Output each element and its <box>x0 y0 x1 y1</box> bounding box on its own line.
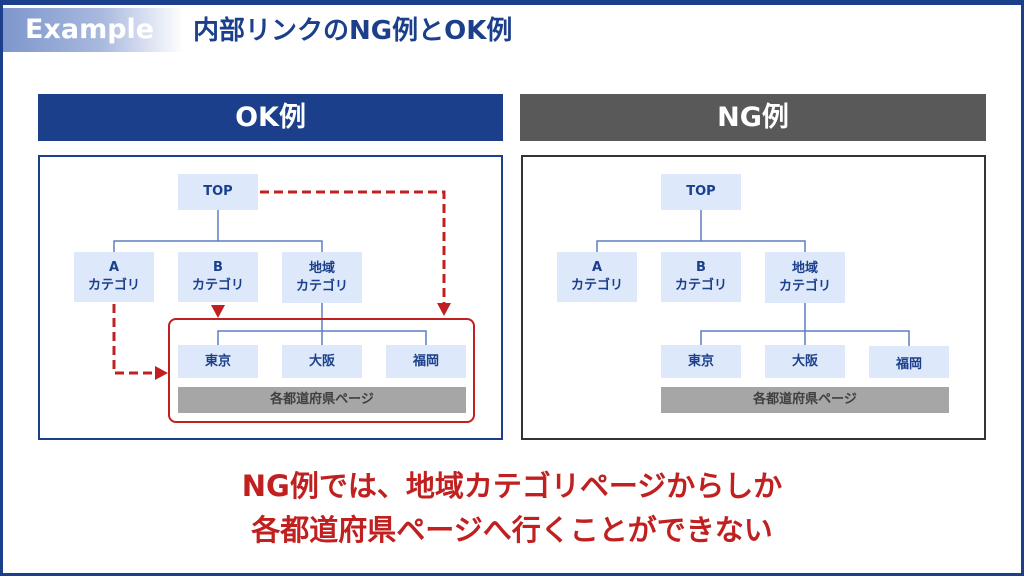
ok-dashed-links <box>112 190 446 375</box>
ng-prefecture-pages: 各都道府県ページ <box>661 387 949 413</box>
ok-panel <box>38 155 503 440</box>
ng-header: NG例 <box>520 94 986 141</box>
ok-osaka-node: 大阪 <box>282 345 362 378</box>
ng-osaka-node: 大阪 <box>765 345 845 378</box>
ok-fukuoka-node: 福岡 <box>386 345 466 378</box>
message-line-2: 各都道府県ページへ行くことができない <box>251 513 773 547</box>
example-tag: Example <box>3 8 183 52</box>
slide-title: 内部リンクのNG例とOK例 <box>193 16 513 46</box>
ok-top-node: TOP <box>178 174 258 210</box>
ok-highlight-box <box>168 318 475 423</box>
ok-region-category-node: 地域 カテゴリ <box>282 252 362 303</box>
ng-panel <box>521 155 986 440</box>
ng-b-category-node: B カテゴリ <box>661 252 741 302</box>
message-line-1: NG例では、地域カテゴリページからしか <box>241 469 783 503</box>
ng-region-category-node: 地域 カテゴリ <box>765 252 845 303</box>
ng-top-node: TOP <box>661 174 741 210</box>
ok-a-category-node: A カテゴリ <box>74 252 154 302</box>
ok-tokyo-node: 東京 <box>178 345 258 378</box>
arrow-heads <box>155 303 451 380</box>
ok-b-category-node: B カテゴリ <box>178 252 258 302</box>
ng-fukuoka-node: 福岡 <box>869 346 949 378</box>
ok-prefecture-pages: 各都道府県ページ <box>178 387 466 413</box>
ng-tokyo-node: 東京 <box>661 345 741 378</box>
ng-a-category-node: A カテゴリ <box>557 252 637 302</box>
ok-header: OK例 <box>38 94 503 141</box>
